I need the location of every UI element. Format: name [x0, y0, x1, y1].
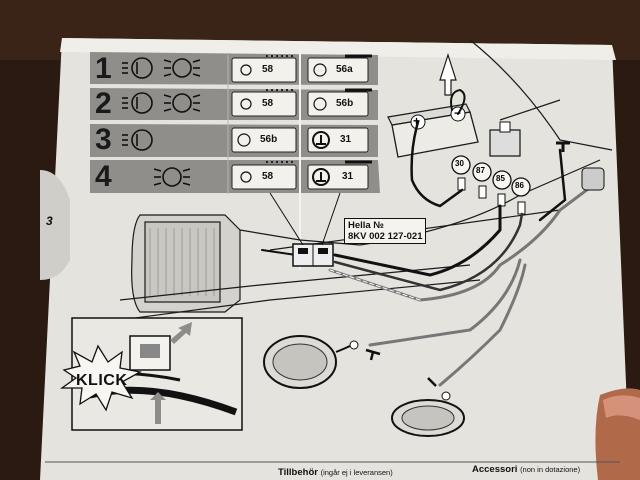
relay-label-line2: 8KV 002 127-021: [348, 231, 423, 242]
row3-right-code: 31: [340, 134, 352, 145]
center-connector: [292, 243, 334, 267]
row2-right-code: 56b: [336, 98, 354, 109]
row2-left-code: 58: [262, 98, 274, 109]
up-arrow-icon: [439, 53, 457, 96]
footer-col2-title: Tillbehör: [278, 467, 318, 478]
row-number-2: 2: [95, 87, 112, 120]
relay-label: Hella № 8KV 002 127-021: [344, 218, 427, 244]
terminal-30: 30: [455, 159, 464, 168]
row1-right-code: 56a: [336, 64, 353, 75]
terminal-85: 85: [496, 174, 505, 183]
battery-minus: −: [454, 106, 462, 120]
battery-plus: +: [413, 114, 421, 128]
terminal-87: 87: [476, 166, 485, 175]
fog-lamp-right: [391, 391, 465, 437]
footer-col3-sub: (non in dotazione): [520, 465, 581, 474]
relay-label-line1: Hella №: [348, 220, 384, 231]
row4-right-code: 31: [342, 171, 354, 182]
row1-left-code: 58: [262, 64, 274, 75]
footer-col3: Accessori (non in dotazione): [472, 464, 580, 475]
footer-col2: Tillbehör (ingår ej i leveransen): [278, 467, 393, 478]
row3-left-code: 56b: [260, 134, 278, 145]
row4-left-code: 58: [262, 171, 274, 182]
terminal-86: 86: [515, 181, 524, 190]
row-number-4: 4: [95, 160, 112, 193]
row-number-1: 1: [95, 52, 112, 85]
klick-inset: [59, 317, 243, 431]
footer-col2-sub: (ingår ej i leveransen): [320, 468, 393, 477]
car-drawing: [119, 39, 613, 321]
terminal-bubbles: [451, 155, 531, 197]
footer-col3-title: Accessori: [472, 464, 518, 475]
fog-lamp-left: [263, 335, 359, 389]
row-number-3: 3: [95, 123, 112, 156]
relay-icon: [489, 121, 521, 157]
klick-text: KLICK: [76, 372, 128, 389]
page-number: 3: [46, 214, 53, 228]
wiring: [261, 88, 602, 387]
lamp-symbols: [122, 57, 201, 187]
wiring-table: [90, 52, 380, 270]
